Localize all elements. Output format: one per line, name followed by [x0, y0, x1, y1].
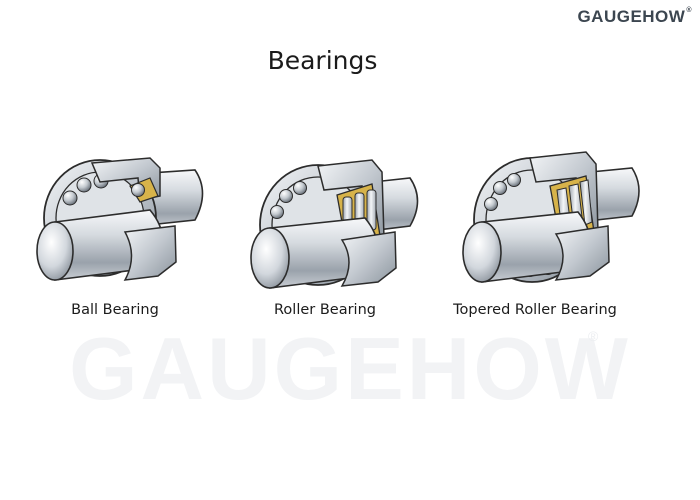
caption-roller-bearing: Roller Bearing: [274, 302, 376, 318]
roller-shaft-end: [250, 227, 290, 289]
ball-element: [62, 190, 78, 206]
caption-tapered-roller-bearing: Topered Roller Bearing: [453, 302, 617, 318]
tapered-ball: [507, 173, 521, 187]
brand-logo: GAUGEHOW®: [577, 7, 692, 27]
tapered-ball: [493, 181, 507, 195]
roller-ball: [293, 181, 307, 195]
watermark: GAUGEHOW: [69, 319, 631, 418]
tapered-shaft-end: [462, 221, 502, 283]
page-title: Bearings: [267, 46, 378, 75]
brand-reg-mark: ®: [686, 7, 692, 14]
tapered-roller-element: [579, 179, 593, 226]
roller-bearing-figure: [250, 159, 419, 289]
tapered-housing-front: [554, 225, 610, 281]
ball-bearing-figure: [36, 157, 204, 281]
ball-shaft-end: [36, 221, 74, 281]
tapered-ball: [484, 197, 498, 211]
roller-housing-front: [340, 231, 397, 287]
roller-ball: [270, 205, 284, 219]
caption-ball-bearing: Ball Bearing: [71, 302, 159, 318]
ball-housing-front: [123, 225, 177, 281]
tapered-roller-bearing-figure: [462, 151, 640, 283]
ball-element: [131, 183, 145, 197]
roller-ball: [279, 189, 293, 203]
brand-name: GAUGEHOW: [577, 7, 686, 26]
watermark-reg-mark: ®: [588, 328, 599, 344]
ball-element: [76, 177, 92, 193]
